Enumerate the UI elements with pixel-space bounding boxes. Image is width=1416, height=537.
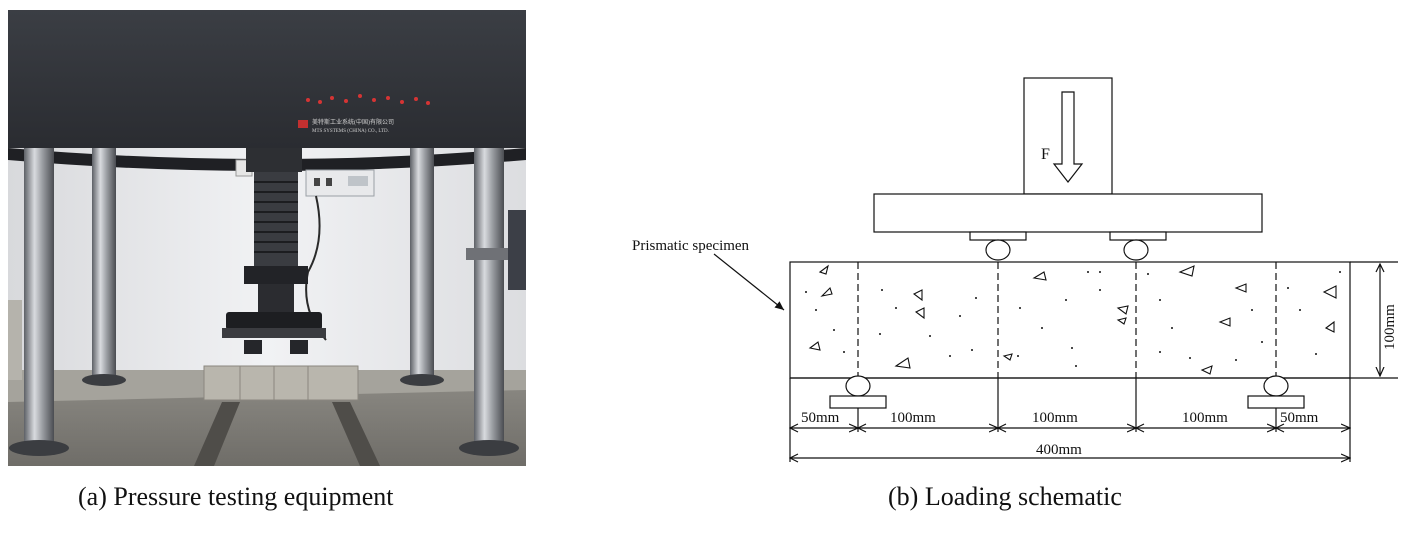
span-label-5: 50mm [1280, 410, 1319, 426]
prismatic-specimen [789, 261, 1351, 379]
height-label: 100mm [1382, 304, 1398, 350]
span-label-1: 50mm [801, 410, 840, 426]
upper-bearing-plate-right [1109, 231, 1167, 241]
upper-bearing-plate-left [969, 231, 1027, 241]
equipment-photo: 美特斯工业系统(中国)有限公司 MTS SYSTEMS (CHINA) CO.,… [8, 10, 526, 466]
lower-bearing-plate-left [829, 395, 887, 409]
loading-beam [873, 193, 1263, 233]
lower-roller-right [1263, 375, 1289, 397]
total-length-label: 400mm [1036, 442, 1082, 458]
upper-roller-left [985, 239, 1011, 261]
specimen-label: Prismatic specimen [632, 238, 750, 254]
lower-bearing-plate-right [1247, 395, 1305, 409]
machine-label-en: MTS SYSTEMS (CHINA) CO., LTD. [312, 129, 389, 134]
lower-roller-left [845, 375, 871, 397]
caption-a: (a) Pressure testing equipment [78, 482, 394, 511]
span-label-2: 100mm [890, 410, 936, 426]
upper-roller-right [1123, 239, 1149, 261]
loading-schematic: F Prismatic specimen 50mm 100mm 100mm 10… [600, 60, 1410, 480]
span-label-4: 100mm [1182, 410, 1228, 426]
aggregate-dots [805, 271, 1341, 367]
caption-b: (b) Loading schematic [888, 482, 1122, 511]
force-label: F [1041, 146, 1050, 163]
span-label-3: 100mm [1032, 410, 1078, 426]
force-arrow [1052, 91, 1084, 183]
machine-label-cn: 美特斯工业系统(中国)有限公司 [312, 118, 394, 126]
aggregate-marks [808, 264, 1337, 375]
